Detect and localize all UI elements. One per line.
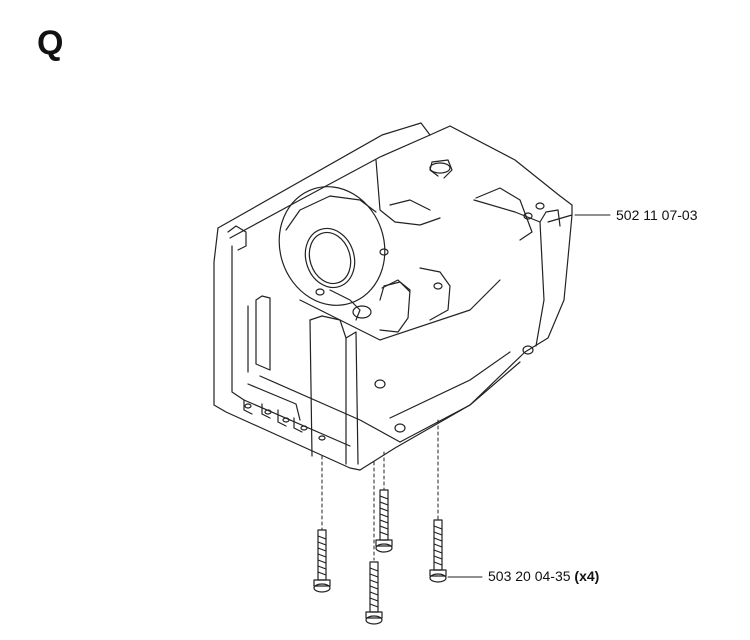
screw: [365, 561, 383, 625]
screw: [375, 489, 393, 553]
part-label-screw: 503 20 04-35 (x4): [488, 568, 599, 584]
section-letter: Q: [37, 24, 64, 62]
alignment-lines: [321, 419, 439, 561]
part-number: 503 20 04-35: [488, 568, 571, 584]
screw: [313, 529, 331, 593]
quantity-note: (x4): [574, 568, 600, 584]
part-label-housing: 502 11 07-03: [616, 207, 697, 223]
crankcase-housing: [213, 122, 573, 471]
part-number: 502 11 07-03: [616, 207, 698, 223]
screw: [429, 519, 447, 583]
